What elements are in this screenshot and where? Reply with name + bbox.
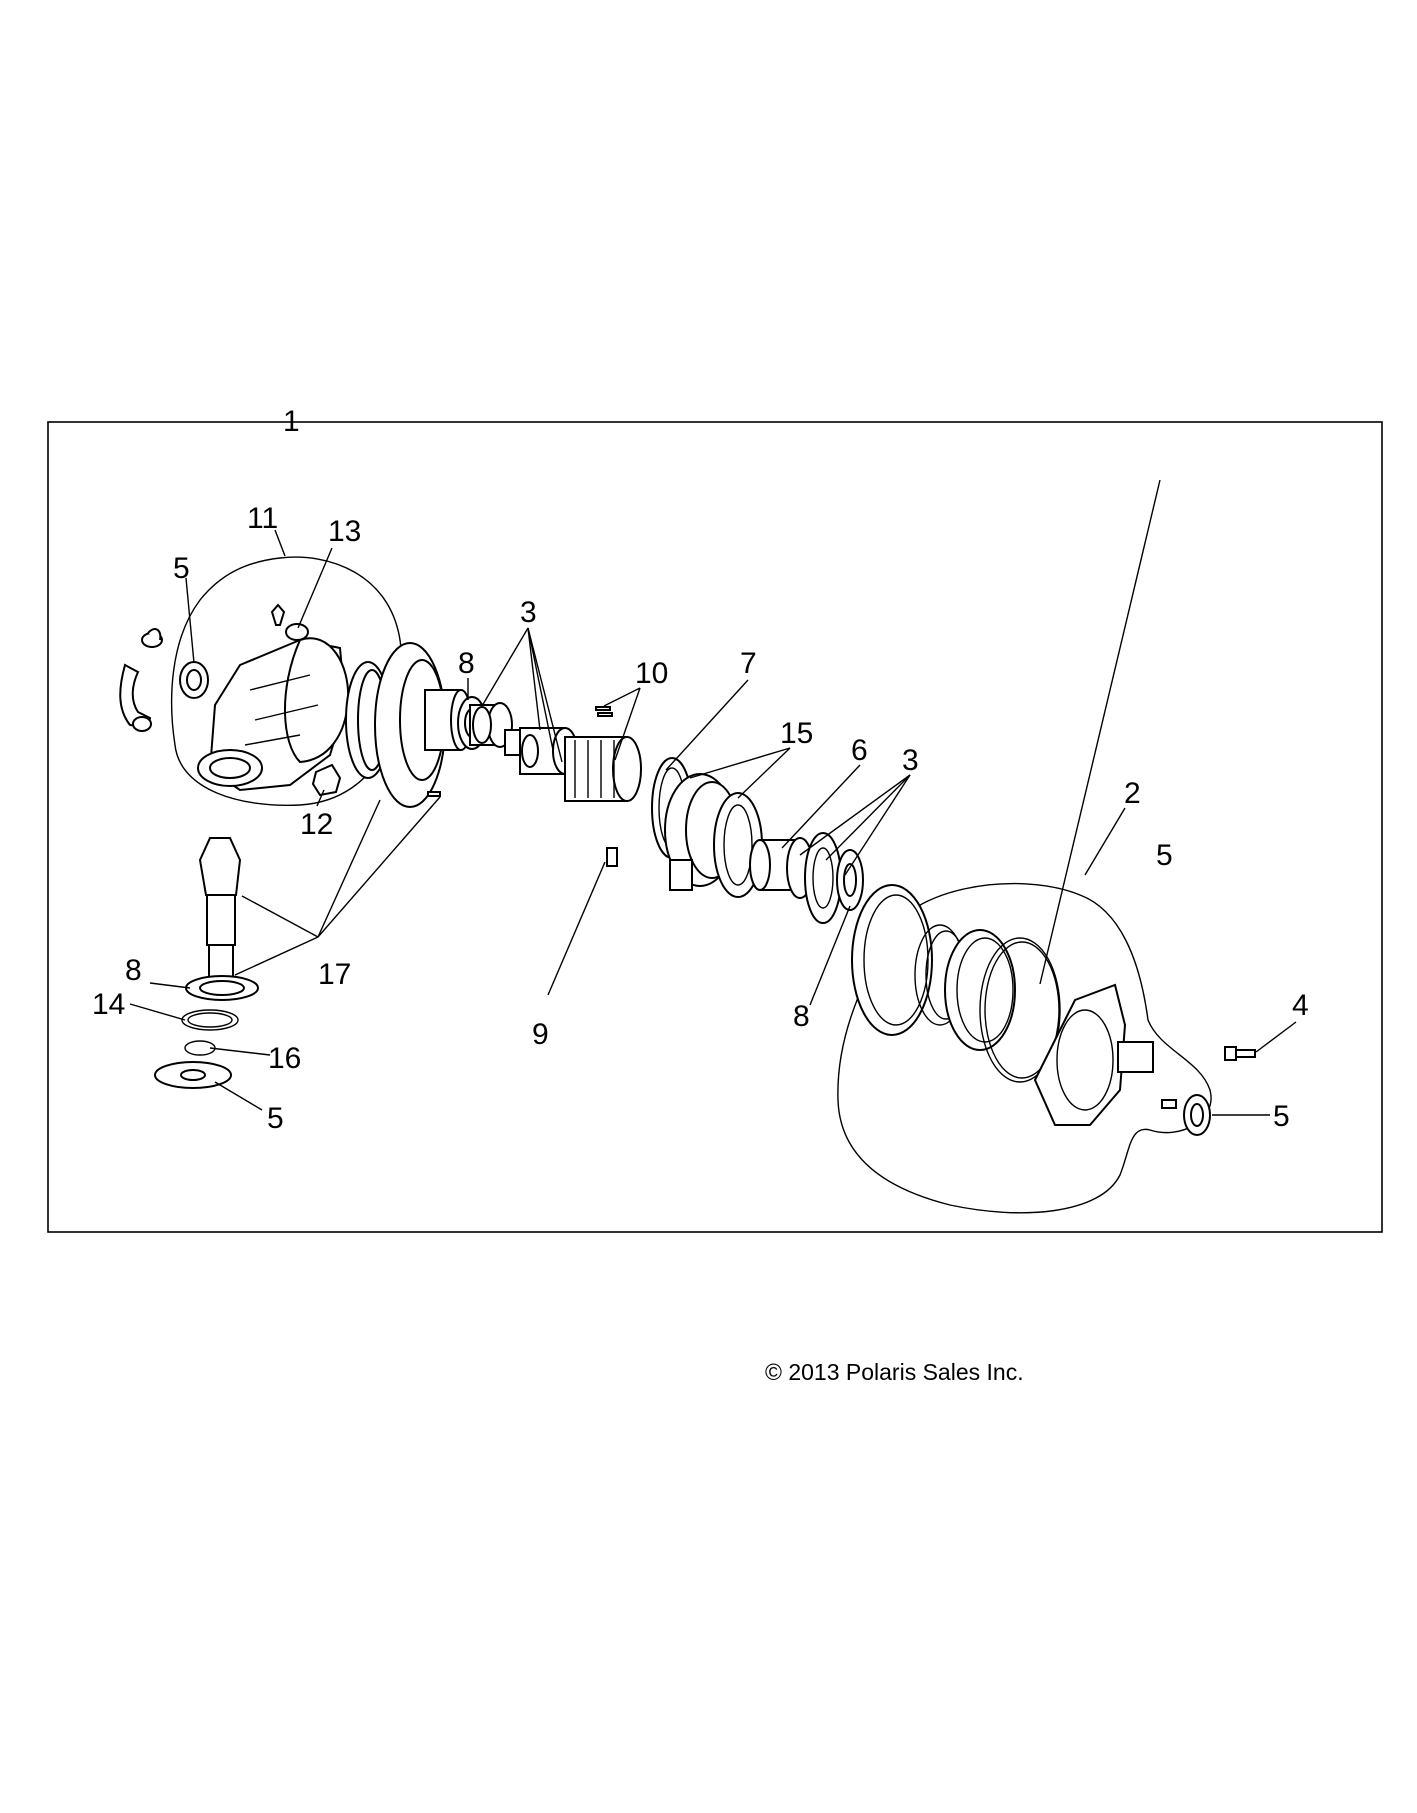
callout-13: 13: [328, 515, 361, 548]
gearcase-cover: [1033, 983, 1154, 1126]
callout-11: 11: [247, 502, 278, 535]
shim-14: [181, 1009, 239, 1031]
callout-3-right: 3: [902, 744, 919, 777]
leader-lines: [129, 479, 1297, 1116]
callout-8-right: 8: [793, 1000, 810, 1033]
callout-2: 2: [1124, 777, 1141, 810]
callout-14: 14: [92, 988, 125, 1021]
pins-10: [595, 706, 613, 717]
ring-gear: [374, 642, 472, 808]
callout-9: 9: [532, 1018, 549, 1051]
o-ring-5: [979, 937, 1061, 1083]
friction-ring: [944, 929, 1016, 1051]
pin-17: [427, 791, 441, 797]
seal-right: [1183, 1094, 1211, 1136]
pin-9: [606, 847, 618, 867]
bearing-8-lower: [185, 975, 259, 1001]
callout-6: 6: [851, 734, 868, 767]
small-pin-right: [1161, 1099, 1177, 1109]
callout-7: 7: [740, 647, 757, 680]
drain-plug-12: [311, 763, 342, 797]
cover-gasket: [851, 884, 933, 1036]
bolt-4: [1224, 1046, 1256, 1061]
callout-3-center: 3: [520, 596, 537, 629]
seal-5-lower: [154, 1061, 232, 1089]
callout-15: 15: [780, 717, 813, 750]
gearcase-housing: [197, 637, 350, 792]
output-hub: [749, 837, 814, 899]
callout-12: 12: [300, 808, 333, 841]
fill-plug-13: [270, 603, 309, 641]
callout-5-right-lower: 5: [1273, 1100, 1290, 1133]
seal-left-upper: [179, 661, 209, 699]
callout-4: 4: [1292, 989, 1309, 1022]
callout-10: 10: [635, 657, 668, 690]
callout-16: 16: [268, 1042, 301, 1075]
copyright-notice: © 2013 Polaris Sales Inc.: [765, 1359, 1024, 1385]
subassembly-outline-2: [837, 882, 1212, 1214]
assembly-frame: [47, 421, 1383, 1233]
callout-8-left: 8: [125, 954, 142, 987]
breather-tube: [119, 628, 163, 732]
roller-cage-10: [564, 736, 642, 802]
subassembly-outline-11: [170, 556, 404, 807]
callout-17: 17: [318, 958, 351, 991]
callout-5-bottom-left: 5: [267, 1102, 284, 1135]
callout-8-center: 8: [458, 647, 475, 680]
bearing-race-3: [804, 832, 842, 924]
bearing-8-lower-right: [836, 849, 864, 911]
callout-5-right-upper: 5: [1156, 839, 1173, 872]
callout-5-top-left: 5: [173, 552, 190, 585]
pinion-gear: [198, 837, 242, 981]
callout-1: 1: [283, 405, 300, 438]
